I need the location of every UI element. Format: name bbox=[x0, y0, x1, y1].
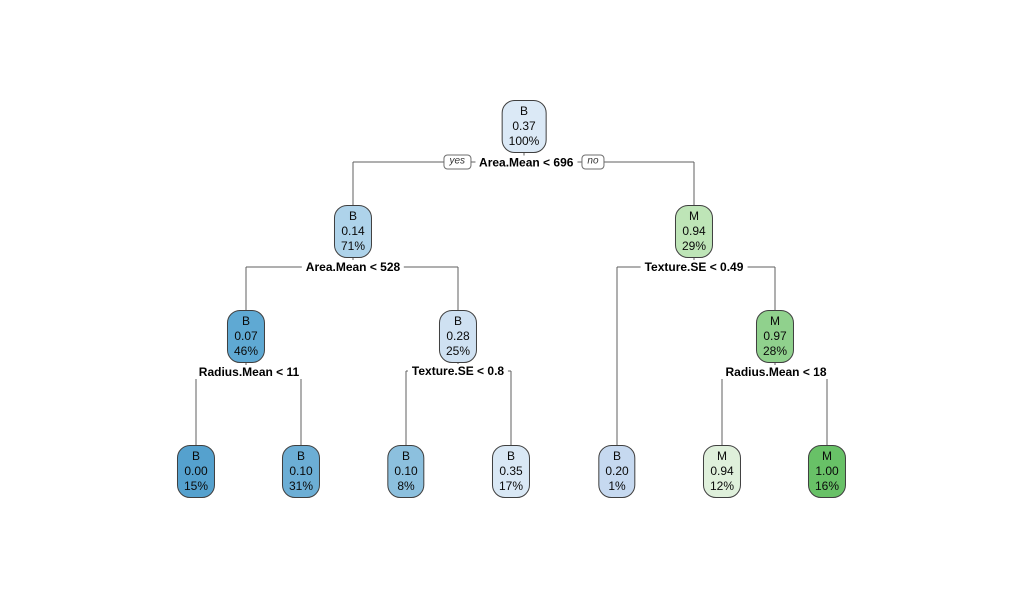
node-prob: 0.35 bbox=[499, 464, 523, 478]
node-pct: 28% bbox=[762, 344, 788, 358]
split-condition-text: Texture.SE < 0.49 bbox=[640, 260, 748, 274]
node-class: M bbox=[822, 449, 832, 463]
node-pct: 71% bbox=[340, 239, 366, 253]
split-label-s6: Radius.Mean < 18 bbox=[721, 365, 831, 379]
node-prob: 0.14 bbox=[341, 224, 365, 238]
node-class: B bbox=[241, 314, 250, 328]
node-pct: 29% bbox=[681, 239, 707, 253]
node-class: M bbox=[770, 314, 780, 328]
node-class: M bbox=[689, 209, 699, 223]
split-condition-text: Area.Mean < 696 bbox=[475, 155, 578, 169]
node-class: B bbox=[519, 104, 529, 118]
split-label-s3: Texture.SE < 0.49 bbox=[640, 260, 748, 274]
branch-label-yes: yes bbox=[443, 154, 472, 170]
node-pct: 100% bbox=[508, 134, 540, 148]
node-pct: 46% bbox=[233, 344, 259, 358]
branch-label-no: no bbox=[581, 154, 605, 170]
split-condition-text: Area.Mean < 528 bbox=[301, 260, 405, 274]
node-prob: 0.37 bbox=[512, 119, 536, 133]
node-prob: 0.20 bbox=[605, 464, 629, 478]
node-pct: 15% bbox=[183, 479, 209, 493]
node-pct: 16% bbox=[814, 479, 840, 493]
node-prob: 0.97 bbox=[763, 329, 787, 343]
node-class: B bbox=[453, 314, 462, 328]
node-pct: 12% bbox=[709, 479, 735, 493]
node-pct: 1% bbox=[608, 479, 626, 493]
node-prob: 1.00 bbox=[815, 464, 839, 478]
node-prob: 0.28 bbox=[446, 329, 470, 343]
node-pct: 8% bbox=[397, 479, 415, 493]
node-prob: 0.10 bbox=[289, 464, 313, 478]
node-class: B bbox=[296, 449, 305, 463]
split-label-s5: Texture.SE < 0.8 bbox=[407, 364, 509, 378]
split-label-s4: Radius.Mean < 11 bbox=[194, 365, 304, 379]
node-class: B bbox=[348, 209, 357, 223]
node-prob: 0.00 bbox=[184, 464, 208, 478]
node-pct: 31% bbox=[288, 479, 314, 493]
node-class: B bbox=[612, 449, 622, 463]
node-class: M bbox=[717, 449, 727, 463]
node-prob: 0.10 bbox=[394, 464, 418, 478]
node-class: B bbox=[401, 449, 411, 463]
node-class: B bbox=[506, 449, 515, 463]
node-prob: 0.94 bbox=[682, 224, 706, 238]
split-condition-text: Radius.Mean < 18 bbox=[721, 365, 831, 379]
node-pct: 25% bbox=[445, 344, 471, 358]
node-class: B bbox=[191, 449, 200, 463]
node-prob: 0.94 bbox=[710, 464, 734, 478]
node-pct: 17% bbox=[498, 479, 524, 493]
split-condition-text: Radius.Mean < 11 bbox=[194, 365, 304, 379]
split-label-s2: Area.Mean < 528 bbox=[301, 260, 405, 274]
node-prob: 0.07 bbox=[234, 329, 258, 343]
split-condition-text: Texture.SE < 0.8 bbox=[407, 364, 509, 378]
